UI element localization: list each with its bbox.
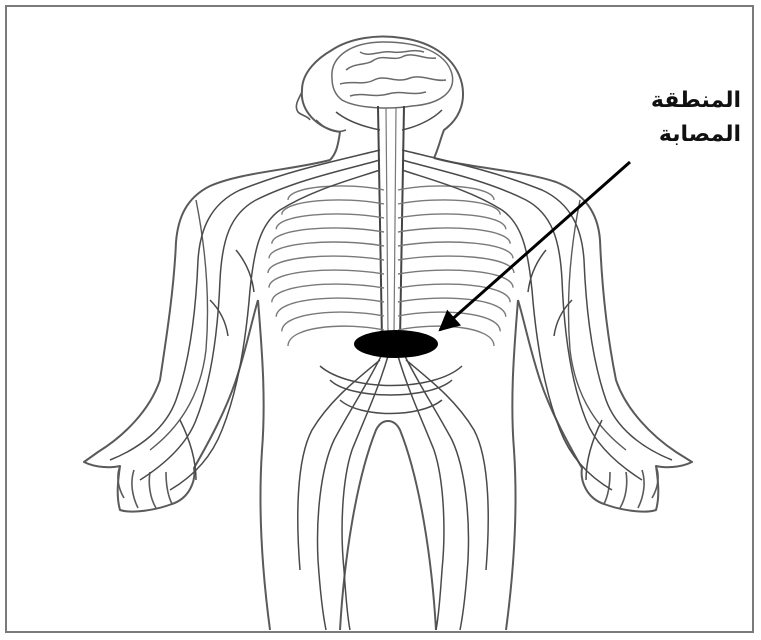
lesion-marker <box>354 330 438 358</box>
rib-right <box>398 200 500 215</box>
affected-area-label-line2: المصابة <box>611 120 741 150</box>
left-hand-outline <box>118 466 172 508</box>
right-torso-outline <box>506 300 518 630</box>
affected-area-label-line1: المنطقة <box>611 86 741 116</box>
rib-left <box>282 200 384 215</box>
legs-outline <box>340 421 436 630</box>
right-inner-arm <box>568 200 626 450</box>
ribcage <box>268 186 514 346</box>
peripheral-nerves <box>110 110 672 630</box>
brain <box>332 42 453 108</box>
left-arm-outline <box>84 242 258 512</box>
rib-right <box>398 214 506 229</box>
rib-left <box>276 214 384 229</box>
rib-left <box>282 312 384 331</box>
left-torso-outline <box>258 300 270 630</box>
spinal-cord <box>378 106 404 340</box>
